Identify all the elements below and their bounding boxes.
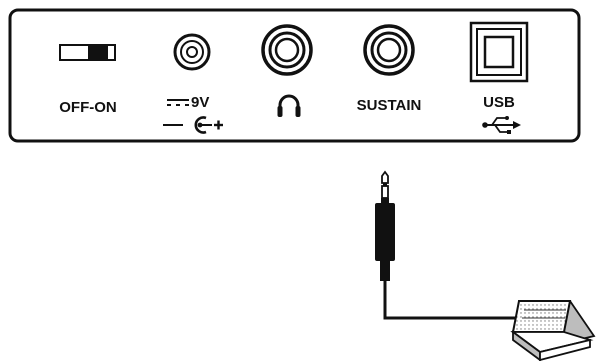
sustain-jack-icon <box>363 24 415 76</box>
dc-symbol <box>167 99 189 106</box>
quarter-inch-plug <box>375 170 395 281</box>
power-switch[interactable] <box>59 44 116 61</box>
dc-polarity-icon <box>163 116 223 134</box>
dc-power-jack[interactable] <box>173 33 211 71</box>
sustain-pedal[interactable] <box>510 300 596 361</box>
sustain-label: SUSTAIN <box>357 97 422 114</box>
headphones-icon <box>277 94 301 117</box>
usb-port[interactable] <box>469 21 529 83</box>
dc-voltage-label: 9V <box>191 94 209 111</box>
headphones-jack[interactable] <box>261 24 313 76</box>
sustain-jack[interactable] <box>363 24 415 76</box>
pedal-cable <box>383 281 527 320</box>
rear-panel <box>8 8 581 143</box>
usb-icon <box>482 116 521 134</box>
usb-label: USB <box>483 94 515 111</box>
power-label: OFF-ON <box>59 99 117 116</box>
